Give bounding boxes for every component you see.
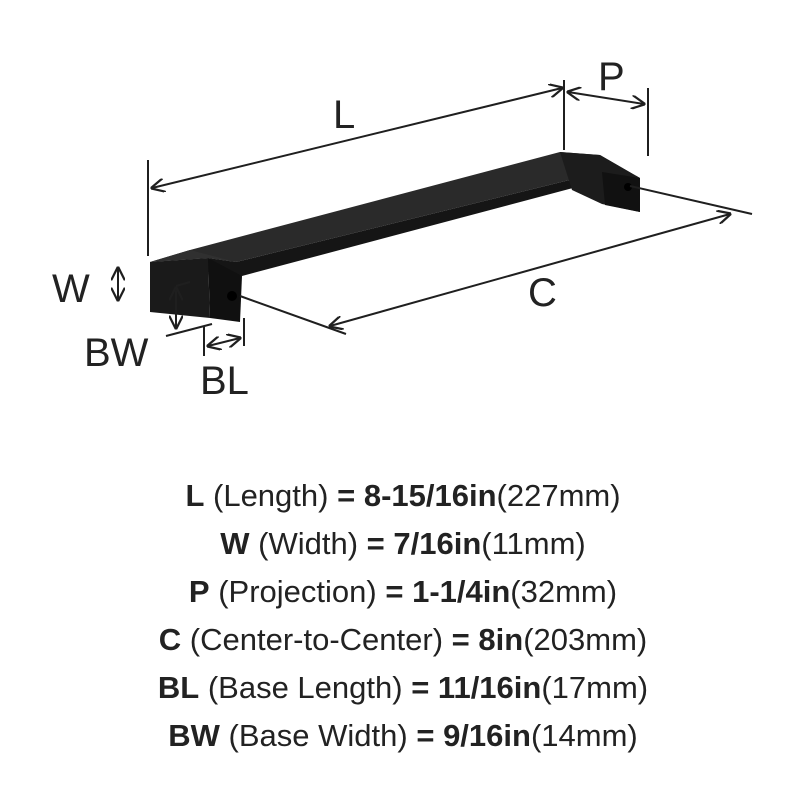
label-BL: BL bbox=[200, 359, 249, 403]
spec-equals: = bbox=[337, 478, 356, 513]
spec-metric: (32mm) bbox=[510, 574, 618, 609]
spec-metric: (17mm) bbox=[541, 670, 649, 705]
spec-code: L bbox=[185, 478, 205, 513]
specification-list: L (Length) = 8-15/16in(227mm) W (Width) … bbox=[0, 472, 806, 760]
spec-name: (Projection) bbox=[218, 574, 377, 609]
spec-row-center-to-center: C (Center-to-Center) = 8in(203mm) bbox=[0, 616, 806, 664]
spec-metric: (11mm) bbox=[481, 526, 586, 561]
spec-code: BW bbox=[168, 718, 220, 753]
spec-metric: (14mm) bbox=[530, 718, 638, 753]
spec-imperial: 8in bbox=[478, 622, 524, 657]
dimension-lines bbox=[118, 80, 753, 356]
label-W: W bbox=[52, 267, 90, 311]
spec-row-base-width: BW (Base Width) = 9/16in(14mm) bbox=[0, 712, 806, 760]
spec-code: C bbox=[158, 622, 182, 657]
label-L: L bbox=[333, 93, 355, 137]
spec-equals: = bbox=[366, 526, 385, 561]
spec-row-length: L (Length) = 8-15/16in(227mm) bbox=[0, 472, 806, 520]
spec-metric: (203mm) bbox=[523, 622, 648, 657]
spec-equals: = bbox=[416, 718, 435, 753]
label-P: P bbox=[598, 55, 625, 99]
spec-name: (Base Width) bbox=[228, 718, 408, 753]
spec-name: (Center-to-Center) bbox=[189, 622, 444, 657]
spec-imperial: 7/16in bbox=[393, 526, 482, 561]
spec-equals: = bbox=[451, 622, 470, 657]
spec-row-width: W (Width) = 7/16in(11mm) bbox=[0, 520, 806, 568]
spec-metric: (227mm) bbox=[496, 478, 621, 513]
spec-name: (Base Length) bbox=[207, 670, 403, 705]
spec-equals: = bbox=[411, 670, 430, 705]
spec-code: P bbox=[188, 574, 210, 609]
spec-imperial: 11/16in bbox=[437, 670, 542, 705]
spec-equals: = bbox=[385, 574, 404, 609]
cabinet-pull-handle bbox=[150, 152, 640, 322]
spec-imperial: 8-15/16in bbox=[363, 478, 497, 513]
label-BW: BW bbox=[84, 331, 149, 375]
spec-row-base-length: BL (Base Length) = 11/16in(17mm) bbox=[0, 664, 806, 712]
label-C: C bbox=[528, 271, 557, 315]
spec-row-projection: P (Projection) = 1-1/4in(32mm) bbox=[0, 568, 806, 616]
spec-code: BL bbox=[157, 670, 200, 705]
spec-name: (Width) bbox=[258, 526, 359, 561]
spec-code: W bbox=[220, 526, 250, 561]
spec-imperial: 1-1/4in bbox=[412, 574, 511, 609]
spec-imperial: 9/16in bbox=[443, 718, 531, 753]
spec-name: (Length) bbox=[213, 478, 329, 513]
